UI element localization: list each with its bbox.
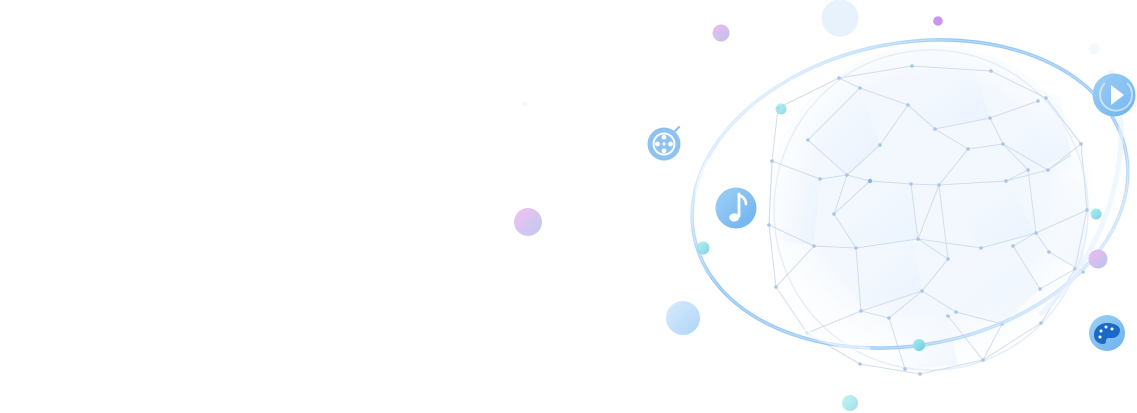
bubble <box>1090 208 1102 220</box>
globe <box>766 45 1096 375</box>
globe-panel <box>903 66 990 129</box>
bubble <box>913 339 925 351</box>
decorative-bubbles <box>514 0 1108 411</box>
bubble <box>821 0 859 37</box>
bubble <box>514 208 542 236</box>
globe-panel <box>997 77 1071 170</box>
globe-panel <box>772 162 820 246</box>
bubble <box>933 16 943 26</box>
film-reel-icon <box>647 125 681 161</box>
bubble <box>696 241 710 255</box>
bubble <box>712 24 730 42</box>
globe-panel <box>834 176 918 248</box>
orbit-ring <box>690 38 1130 353</box>
globe-panel <box>805 88 880 175</box>
bubble <box>842 395 858 411</box>
bubble <box>522 101 528 107</box>
palette-icon <box>1089 315 1125 351</box>
globe-panel <box>840 241 922 311</box>
play-icon <box>1092 73 1136 117</box>
bubble <box>1088 249 1108 269</box>
globe-panel <box>948 246 1040 324</box>
bubble <box>666 301 700 335</box>
globe-panel <box>1048 170 1087 272</box>
globe-panel <box>939 181 1036 248</box>
bubble <box>775 103 787 115</box>
music-note-icon <box>715 187 757 229</box>
bubble <box>1088 43 1100 55</box>
